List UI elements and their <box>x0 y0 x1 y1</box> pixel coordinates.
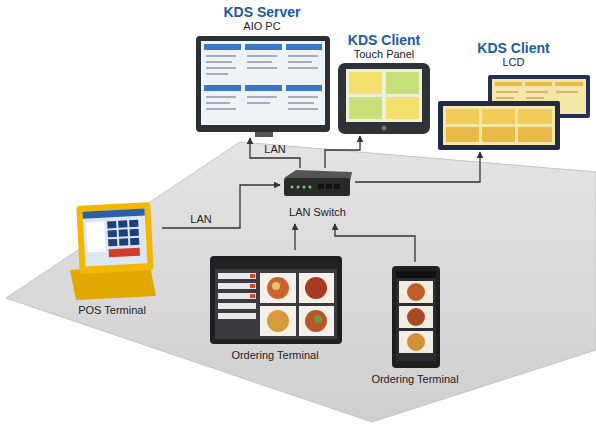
lcd-displays <box>438 75 590 150</box>
device-label: Ordering Terminal <box>371 373 458 386</box>
label-group: KDS ClientTouch Panel <box>336 32 432 61</box>
lan-switch: LAN Switch <box>280 168 355 224</box>
device-label: POS Terminal <box>78 304 146 317</box>
cable-label: LAN <box>264 143 285 156</box>
device-label: Ordering Terminal <box>231 349 318 362</box>
ordering-terminal-screen <box>210 256 342 344</box>
label-group: Ordering Terminal <box>205 349 345 362</box>
floor-plane <box>6 142 596 422</box>
lan-cable <box>325 136 360 168</box>
ordering-terminal: Ordering Terminal <box>360 262 470 391</box>
ordering-terminal-tablet <box>392 266 440 368</box>
label-group: Ordering Terminal <box>360 373 470 386</box>
lan-cable <box>294 224 295 250</box>
kds-client-lcd: KDS ClientLCD <box>436 38 591 152</box>
device-label: LAN Switch <box>289 206 346 219</box>
label-group: LAN Switch <box>280 206 355 219</box>
label-group: KDS ClientLCD <box>436 40 591 69</box>
kds-client-touch-panel: KDS ClientTouch Panel <box>336 30 432 136</box>
device-label: LCD <box>502 56 524 69</box>
ordering-terminal: Ordering Terminal <box>205 250 345 367</box>
device-title: KDS Client <box>477 40 549 56</box>
device-title: KDS Client <box>348 32 420 48</box>
kds-server: KDS ServerAIO PC <box>192 2 332 138</box>
lan-cable <box>335 224 415 262</box>
lan-cable <box>250 138 300 168</box>
label-group: POS Terminal <box>62 304 162 317</box>
device-label: Touch Panel <box>354 48 415 61</box>
pos-terminal <box>70 202 156 300</box>
device-title: KDS Server <box>223 4 300 20</box>
lan-switch <box>284 170 352 196</box>
device-label: AIO PC <box>243 20 280 33</box>
aio-pc <box>196 36 330 137</box>
lan-cable <box>355 152 480 182</box>
lan-cable <box>162 185 280 228</box>
cable-label: LAN <box>190 213 211 226</box>
touch-panel <box>338 63 430 134</box>
pos-terminal: POS Terminal <box>62 200 162 322</box>
label-group: KDS ServerAIO PC <box>192 4 332 33</box>
